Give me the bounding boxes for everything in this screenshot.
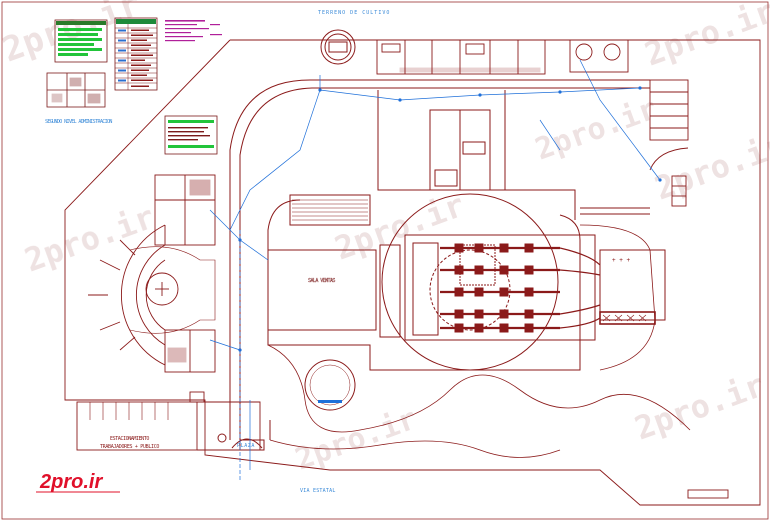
legend-box-green — [54, 19, 108, 63]
admin-caption: SEGUNDO NIVEL ADMINISTRACION — [45, 119, 113, 125]
watermark-text: 2pro.ir — [291, 401, 422, 477]
top-service-buildings — [376, 39, 629, 75]
storage-block: + + + — [599, 249, 666, 325]
utility-nodes — [238, 86, 662, 352]
perimeter-road — [229, 79, 650, 440]
bottom-road-label: VIA ESTATAL — [300, 488, 336, 494]
legend-table — [114, 17, 158, 91]
processing-hall — [379, 193, 596, 371]
administration-building — [88, 174, 216, 373]
plaza-label: PLAZA — [237, 443, 255, 449]
production-lines — [440, 243, 601, 333]
logo: 2pro.ir — [36, 471, 120, 493]
logo-text: 2pro.ir — [39, 471, 103, 493]
watermark-text: 2pro.ir — [20, 198, 160, 280]
pond — [304, 359, 356, 411]
parking-title: ESTACIONAMIENTO — [110, 436, 150, 442]
landscape-curves — [267, 224, 691, 458]
watermark-layer: 2pro.ir 2pro.ir 2pro.ir 2pro.ir 2pro.ir … — [0, 0, 770, 478]
entrance-gate — [217, 433, 265, 451]
right-side-structures — [580, 79, 729, 499]
legend-notes-magenta — [165, 20, 222, 42]
watermark-text: 2pro.ir — [650, 126, 770, 208]
legend-box-secondary — [164, 115, 218, 155]
site-boundary — [64, 39, 761, 506]
watermark-text: 2pro.ir — [630, 366, 770, 448]
sala-ventas-label: SALA VENTAS — [308, 278, 336, 284]
admin-second-level-plan — [46, 72, 106, 108]
parking-lot — [76, 391, 261, 451]
svg-text:+ + +: + + + — [612, 257, 630, 264]
watermark-text: 2pro.ir — [640, 0, 770, 74]
top-road-label: TERRENO DE CULTIVO — [318, 10, 390, 16]
production-block — [267, 90, 581, 371]
parking-subtitle: TRABAJADORES + PUBLICO — [100, 444, 160, 450]
water-tank — [320, 29, 356, 65]
